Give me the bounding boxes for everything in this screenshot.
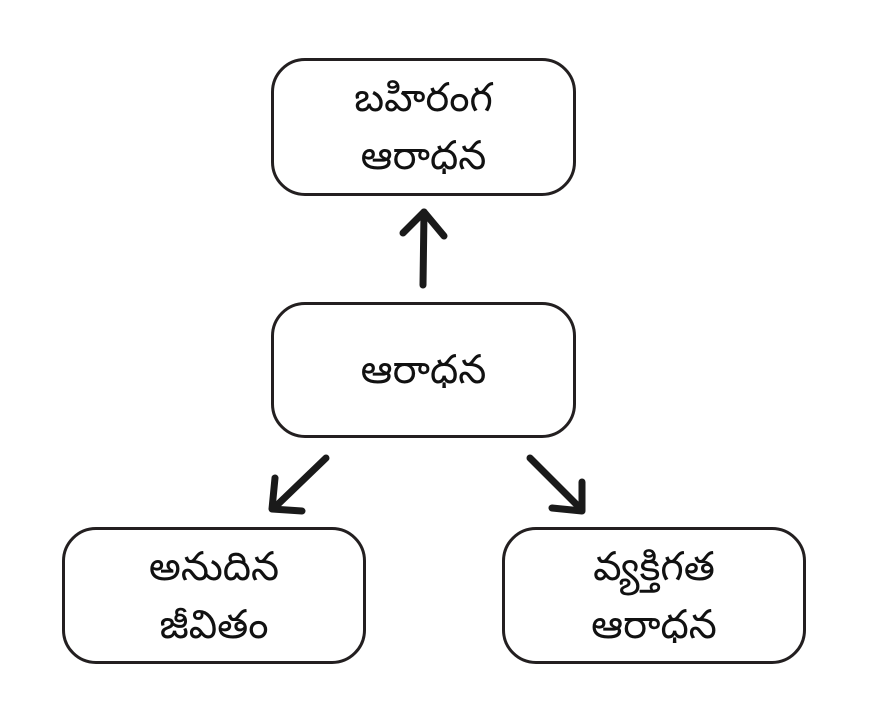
arrow-head bbox=[399, 208, 448, 240]
node-worship: ఆరాధన bbox=[271, 302, 576, 438]
node-label-line: వ్యక్తిగత bbox=[593, 543, 715, 590]
arrow-head bbox=[268, 474, 306, 515]
arrow-center-to-top bbox=[399, 208, 448, 289]
arrow-shaft bbox=[526, 454, 586, 514]
node-label-line: ఆరాధన bbox=[360, 133, 487, 179]
node-personal-worship: వ్యక్తిగత ఆరాధన bbox=[502, 527, 806, 664]
arrow-shaft bbox=[269, 454, 330, 513]
arrow-shaft bbox=[419, 208, 428, 289]
node-label-line: జీవితం bbox=[159, 601, 269, 648]
node-label-line: అనుదిన bbox=[148, 543, 280, 590]
node-public-worship: బహిరంగ ఆరాధన bbox=[271, 58, 576, 196]
node-label-line: ఆరాధన bbox=[591, 601, 717, 648]
node-label-line: బహిరంగ bbox=[354, 75, 493, 121]
arrow-center-to-right bbox=[526, 454, 586, 515]
node-daily-life: అనుదిన జీవితం bbox=[62, 527, 366, 664]
arrow-head bbox=[548, 478, 586, 515]
node-label-line: ఆరాధన bbox=[360, 347, 487, 393]
arrow-center-to-left bbox=[268, 454, 330, 515]
